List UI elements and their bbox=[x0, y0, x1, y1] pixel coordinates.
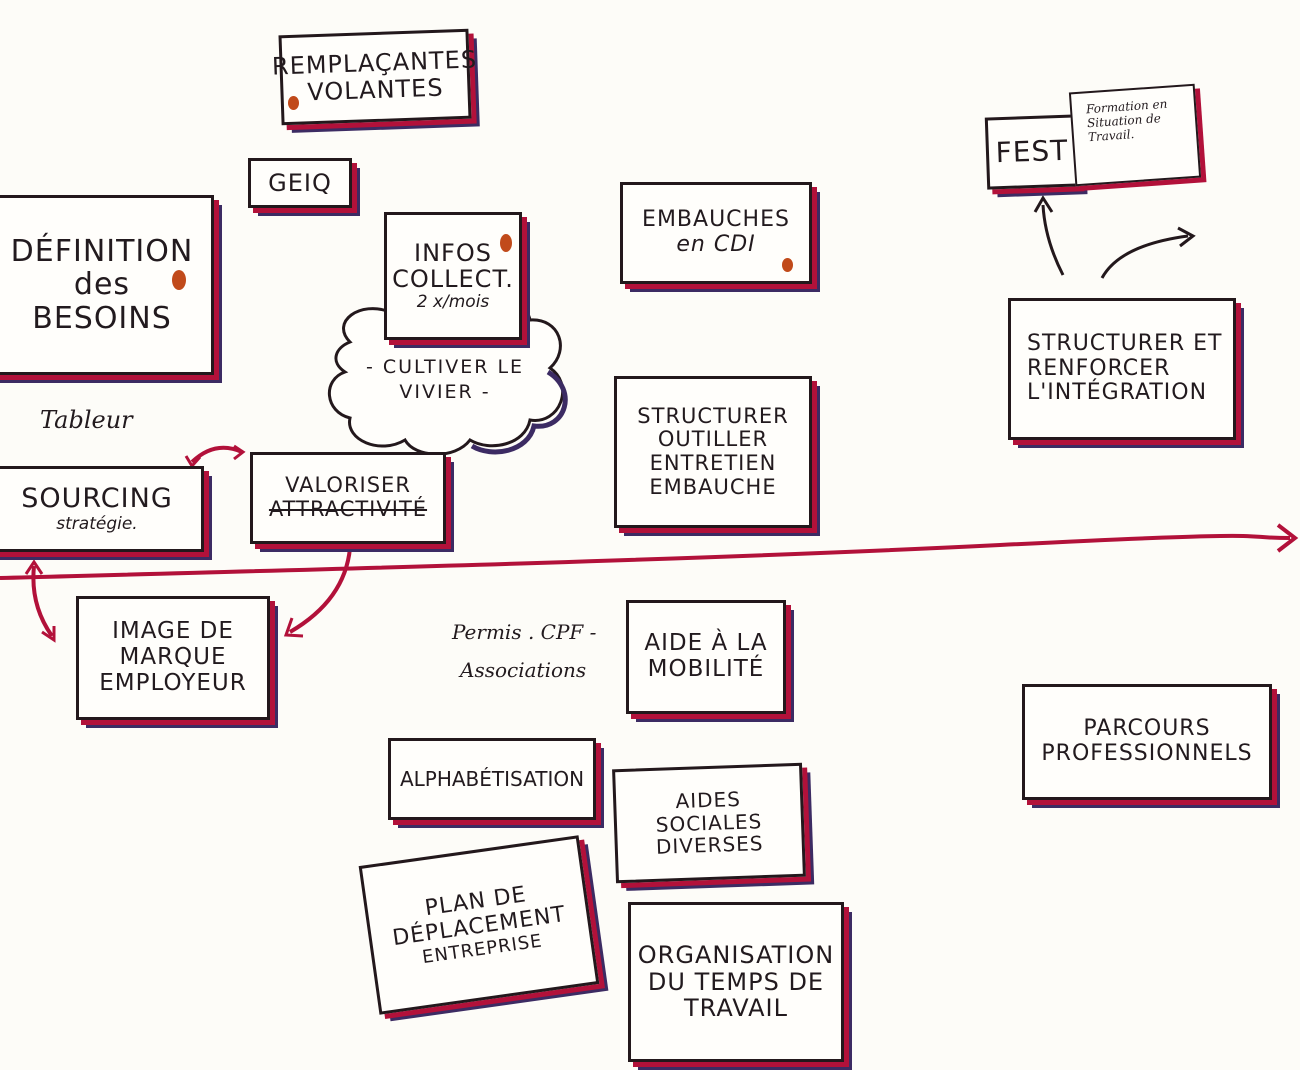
sourcing-label: SOURCING bbox=[21, 483, 173, 515]
organisation-temps-box: ORGANISATION du TEMPS de TRAVAIL bbox=[628, 902, 844, 1062]
timeline-arrow bbox=[0, 533, 1291, 580]
aide-mobilite-line1: AIDE à LA bbox=[644, 630, 768, 657]
structurer-integration-box: STRUCTURER et RENFORCER L'INTÉGRATION bbox=[1008, 298, 1236, 440]
fest-box: FEST bbox=[984, 114, 1080, 190]
infos-collect-box: INFOS COLLECT. 2 x/mois bbox=[384, 212, 522, 340]
organisation-line3: TRAVAIL bbox=[684, 994, 788, 1023]
geiq-label: GEIQ bbox=[268, 168, 332, 197]
parcours-professionnels-box: PARCOURS PROFESSIONNELS bbox=[1022, 684, 1272, 800]
cloud-line2: VIVIER - bbox=[399, 380, 491, 403]
tableur-label: Tableur bbox=[40, 406, 133, 434]
integration-fest-arrow bbox=[1041, 204, 1065, 276]
aides-sociales-line1: AIDES SOCIALES bbox=[655, 787, 763, 837]
organisation-line1: ORGANISATION bbox=[637, 940, 835, 969]
alphabetisation-box: ALPHABÉTISATION bbox=[388, 738, 596, 820]
aides-sociales-line2: DIVERSES bbox=[655, 831, 764, 860]
cultiver-vivier-text: - CULTIVER LE VIVIER - bbox=[345, 355, 545, 404]
fest-label: FEST bbox=[995, 134, 1069, 170]
valoriser-image-arrow bbox=[288, 547, 352, 634]
organisation-line2: du TEMPS de bbox=[647, 967, 825, 996]
sourcing-valoriser-arrow bbox=[190, 445, 243, 464]
embauches-cdi-box: EMBAUCHES en CDI bbox=[620, 182, 812, 284]
image-marque-line3: EMPLOYEUR bbox=[99, 669, 247, 696]
valoriser-attractivite-box: VALORISER ATTRACTIVITÉ bbox=[250, 452, 446, 544]
orange-dot-marker bbox=[500, 234, 512, 252]
valoriser-line2: ATTRACTIVITÉ bbox=[268, 497, 428, 521]
infos-line1: INFOS bbox=[414, 238, 492, 267]
orange-dot-marker bbox=[288, 96, 299, 110]
remplacantes-volantes-label: REMPLAÇANTES VOLANTES bbox=[271, 45, 478, 107]
timeline-arrowhead bbox=[1276, 523, 1299, 553]
definition-line1: DÉFINITION bbox=[10, 233, 194, 269]
infos-sub: 2 x/mois bbox=[416, 292, 490, 313]
embauches-line1: EMBAUCHES bbox=[642, 207, 790, 233]
structurer-outiller-line4: EMBAUCHE bbox=[649, 474, 777, 499]
orange-dot-marker bbox=[782, 258, 793, 272]
definition-line2: des bbox=[73, 267, 131, 303]
definition-line3: BESOINS bbox=[32, 300, 172, 336]
fest-definition-note: Formation en Situation de Travail. bbox=[1068, 83, 1202, 187]
image-marque-line2: MARQUE bbox=[119, 644, 227, 671]
aides-sociales-box: AIDES SOCIALES DIVERSES bbox=[612, 762, 806, 884]
sourcing-image-arrow bbox=[31, 565, 54, 638]
geiq-box: GEIQ bbox=[248, 158, 352, 208]
structurer-outiller-line1: STRUCTURER bbox=[637, 403, 789, 428]
structurer-outiller-box: STRUCTURER OUTILLER ENTRETIEN EMBAUCHE bbox=[614, 376, 812, 528]
aide-mobilite-box: AIDE à LA MOBILITÉ bbox=[626, 600, 786, 714]
image-marque-line1: IMAGE de bbox=[112, 618, 234, 645]
fest-note-text: Formation en Situation de Travail. bbox=[1085, 96, 1168, 144]
structurer-integration-label: STRUCTURER et RENFORCER L'INTÉGRATION bbox=[1027, 331, 1223, 406]
plan-deplacement-box: PLAN de DÉPLACEMENT ENTREPRISE bbox=[358, 835, 600, 1015]
parcours-line1: PARCOURS bbox=[1083, 716, 1211, 742]
associations-label: Associations bbox=[460, 658, 587, 682]
valoriser-line1: VALORISER bbox=[285, 473, 411, 498]
image-marque-employeur-box: IMAGE de MARQUE EMPLOYEUR bbox=[76, 596, 270, 720]
structurer-outiller-line3: ENTRETIEN bbox=[649, 451, 777, 475]
sourcing-sub: stratégie. bbox=[56, 513, 138, 534]
permis-cpf-label: Permis . CPF - bbox=[452, 620, 597, 644]
cloud-line1: - CULTIVER LE bbox=[365, 356, 525, 378]
parcours-line2: PROFESSIONNELS bbox=[1041, 741, 1253, 766]
aide-mobilite-line2: MOBILITÉ bbox=[647, 656, 765, 682]
orange-dot-marker bbox=[172, 270, 186, 290]
remplacantes-volantes-box: REMPLAÇANTES VOLANTES bbox=[272, 28, 478, 126]
embauches-line2: en CDI bbox=[676, 232, 756, 257]
alphabetisation-label: ALPHABÉTISATION bbox=[399, 766, 585, 791]
infos-line2: COLLECT. bbox=[392, 265, 514, 294]
sourcing-box: SOURCING stratégie. bbox=[0, 466, 204, 552]
structurer-outiller-line2: OUTILLER bbox=[657, 427, 769, 452]
integration-note-arrow bbox=[1100, 234, 1189, 279]
